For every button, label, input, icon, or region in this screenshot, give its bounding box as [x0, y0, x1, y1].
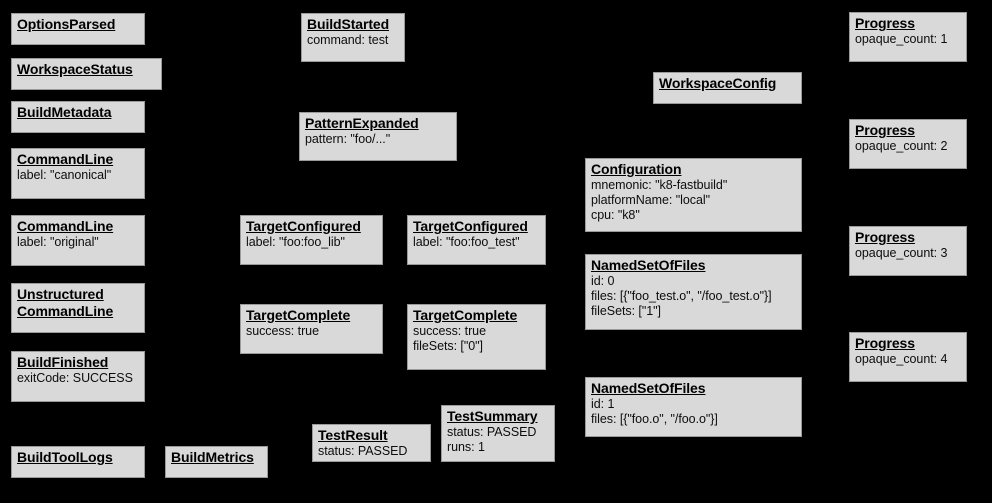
event-node-fields: mnemonic: "k8-fastbuild"platformName: "l…: [591, 178, 796, 223]
event-node-field: id: 0: [591, 274, 615, 288]
event-node-workspace-status[interactable]: WorkspaceStatus: [11, 58, 162, 90]
event-node-title: Unstructured CommandLine: [17, 286, 114, 319]
event-node-title: BuildStarted: [307, 16, 390, 32]
event-node-title: BuildToolLogs: [17, 449, 113, 465]
event-node-options-parsed[interactable]: OptionsParsed: [11, 13, 145, 45]
event-node-field: id: 1: [591, 397, 615, 411]
event-node-title: Progress: [855, 335, 915, 351]
event-node-field: mnemonic: "k8-fastbuild": [591, 178, 728, 192]
event-node-field: files: [{"foo.o", "/foo.o"}]: [591, 412, 718, 426]
event-node-field: opaque_count: 1: [855, 32, 948, 46]
event-node-title: WorkspaceConfig: [659, 75, 777, 91]
event-node-title: Progress: [855, 122, 915, 138]
event-node-field: platformName: "local": [591, 193, 710, 207]
event-node-title: PatternExpanded: [305, 115, 419, 131]
event-node-workspace-config[interactable]: WorkspaceConfig: [653, 72, 802, 104]
event-node-title: TestSummary: [447, 408, 538, 424]
event-node-build-metadata[interactable]: BuildMetadata: [11, 101, 145, 133]
event-node-field: label: "canonical": [17, 168, 112, 182]
event-node-build-tool-logs[interactable]: BuildToolLogs: [11, 446, 145, 478]
event-node-fields: status: PASSED: [318, 444, 425, 459]
event-node-title: TargetComplete: [246, 307, 351, 323]
event-node-field: opaque_count: 3: [855, 246, 948, 260]
event-node-field: success: true: [413, 324, 486, 338]
event-node-fields: opaque_count: 2: [855, 139, 961, 154]
event-node-field: runs: 1: [447, 440, 485, 454]
event-node-title: CommandLine: [17, 151, 114, 167]
event-node-build-metrics[interactable]: BuildMetrics: [165, 446, 268, 478]
event-node-field: success: true: [246, 324, 319, 338]
event-node-fields: opaque_count: 1: [855, 32, 961, 47]
event-node-field: status: PASSED: [447, 425, 537, 439]
event-node-fields: success: true: [246, 324, 377, 339]
event-node-title: WorkspaceStatus: [17, 61, 133, 77]
event-node-title: Progress: [855, 15, 915, 31]
event-node-title: TargetConfigured: [246, 218, 361, 234]
event-node-field: status: PASSED: [318, 444, 408, 458]
event-node-fields: label: "foo:foo_test": [413, 235, 540, 250]
event-node-title: TargetConfigured: [413, 218, 528, 234]
event-node-title: CommandLine: [17, 218, 114, 234]
event-node-fields: pattern: "foo/...": [305, 132, 451, 147]
event-node-fields: label: "original": [17, 235, 139, 250]
event-node-title: Progress: [855, 229, 915, 245]
event-node-field: label: "original": [17, 235, 99, 249]
event-node-fields: label: "foo:foo_lib": [246, 235, 377, 250]
event-node-field: fileSets: ["1"]: [591, 304, 661, 318]
event-node-field: files: [{"foo_test.o", "/foo_test.o"}]: [591, 289, 772, 303]
event-node-fields: exitCode: SUCCESS: [17, 371, 139, 386]
event-node-field: label: "foo:foo_lib": [246, 235, 345, 249]
event-node-field: pattern: "foo/...": [305, 132, 391, 146]
event-node-title: BuildMetrics: [171, 449, 254, 465]
event-node-field: exitCode: SUCCESS: [17, 371, 133, 385]
event-node-field: command: test: [307, 33, 389, 47]
event-node-title: TestResult: [318, 427, 388, 443]
event-node-title: BuildFinished: [17, 354, 109, 370]
event-node-title: NamedSetOfFiles: [591, 380, 706, 396]
event-node-field: cpu: "k8": [591, 208, 640, 222]
event-node-fields: label: "canonical": [17, 168, 139, 183]
event-node-field: label: "foo:foo_test": [413, 235, 520, 249]
event-node-title: Configuration: [591, 161, 682, 177]
event-node-unstructured-command-line[interactable]: Unstructured CommandLine: [11, 283, 145, 333]
event-node-fields: opaque_count: 3: [855, 246, 961, 261]
event-node-fields: command: test: [307, 33, 399, 48]
event-node-title: NamedSetOfFiles: [591, 257, 706, 273]
event-node-field: fileSets: ["0"]: [413, 339, 483, 353]
event-node-field: opaque_count: 2: [855, 139, 948, 153]
event-node-title: TargetComplete: [413, 307, 518, 323]
event-node-title: BuildMetadata: [17, 104, 112, 120]
event-node-field: opaque_count: 4: [855, 352, 948, 366]
event-node-title: OptionsParsed: [17, 16, 116, 32]
event-node-fields: opaque_count: 4: [855, 352, 961, 367]
